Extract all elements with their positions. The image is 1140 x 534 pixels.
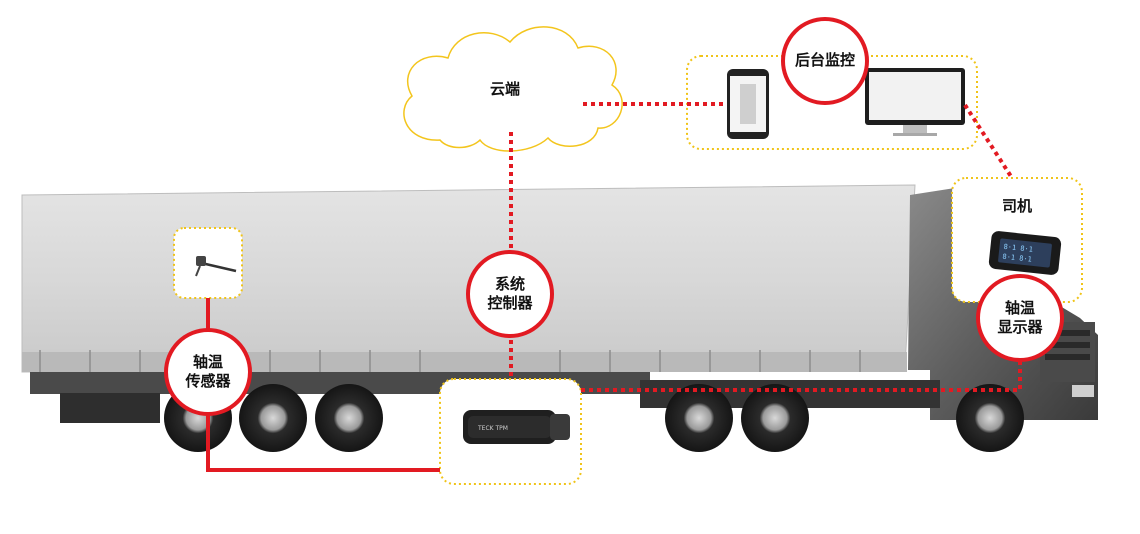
svg-text:8·1 8·1: 8·1 8·1 <box>1003 243 1033 254</box>
sensor-box <box>173 227 243 299</box>
cloud-shape <box>403 26 623 152</box>
cloud-label: 云端 <box>489 80 520 98</box>
controller-label: 系统 控制器 <box>470 275 550 313</box>
phone-icon <box>727 69 769 139</box>
controller-circle <box>466 250 554 338</box>
backend-label: 后台监控 <box>794 51 855 69</box>
axle-temperature-display-device: 8·1 8·1 8·1 8·1 <box>988 231 1062 275</box>
controller-label-line2: 控制器 <box>487 293 533 312</box>
axle-temperature-sensor-probe <box>195 256 237 277</box>
sensor-circle <box>164 328 252 416</box>
wheels <box>164 384 1024 452</box>
controller-label-line1: 系统 <box>494 275 525 293</box>
controller-to-display-link <box>581 355 1022 392</box>
driver-label: 司机 <box>1001 197 1032 215</box>
sensor-label: 轴温 传感器 <box>168 353 248 391</box>
backend-circle <box>781 17 869 105</box>
svg-text:8·1 8·1: 8·1 8·1 <box>1002 253 1032 264</box>
display-circle <box>976 274 1064 362</box>
display-label-line1: 轴温 <box>1004 299 1035 317</box>
system-controller-device: TECK TPM <box>463 410 570 444</box>
display-label: 轴温 显示器 <box>980 299 1060 337</box>
backend-to-driver-link <box>963 103 1014 180</box>
display-label-line2: 显示器 <box>997 317 1043 336</box>
monitor-icon <box>865 68 965 136</box>
controller-brand-text: TECK TPM <box>477 425 508 432</box>
sensor-label-line2: 传感器 <box>185 371 231 390</box>
sensor-label-line1: 轴温 <box>192 353 223 371</box>
